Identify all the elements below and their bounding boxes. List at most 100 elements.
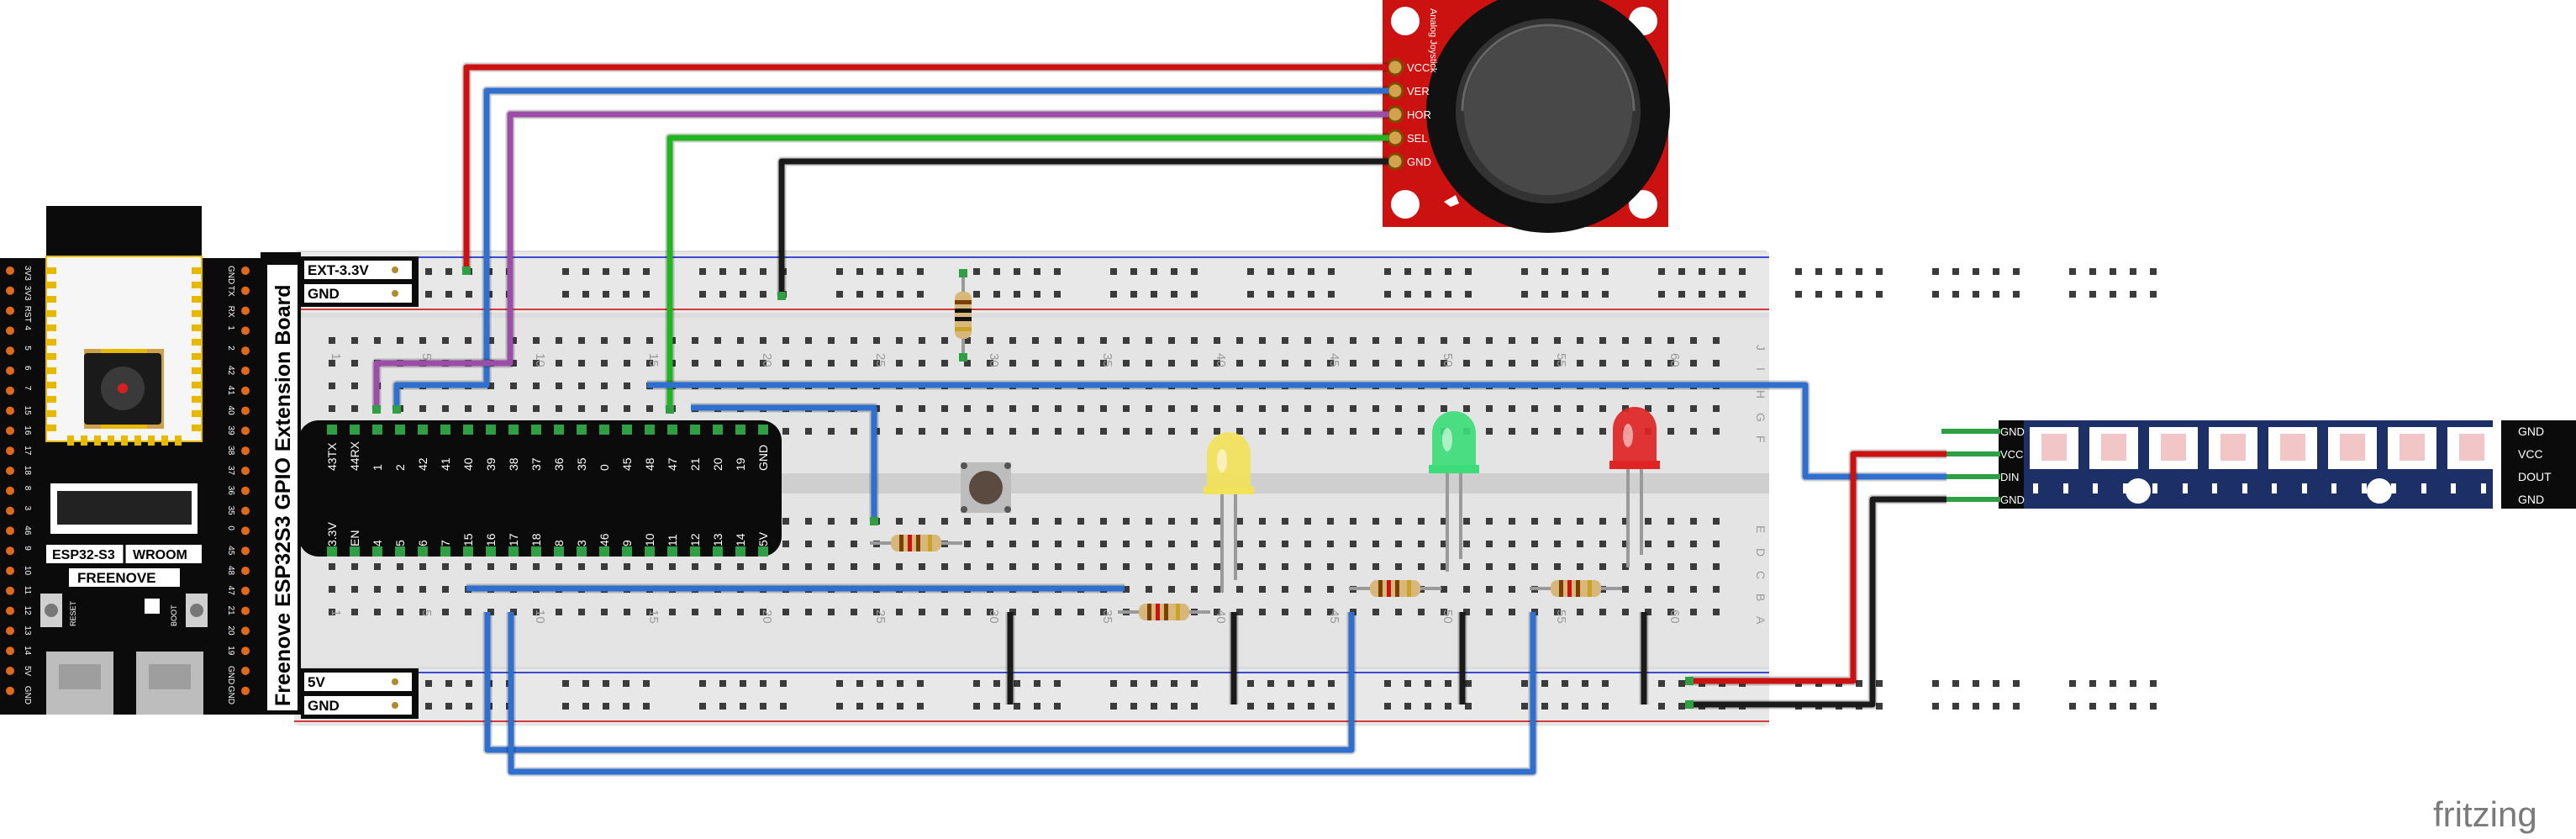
breadboard-hole bbox=[1350, 563, 1356, 570]
rail-hole bbox=[2150, 268, 2157, 275]
breadboard-hole bbox=[1531, 541, 1538, 547]
module-pad bbox=[46, 339, 56, 346]
rail-hole bbox=[973, 268, 980, 275]
column-number: 35 bbox=[1100, 609, 1114, 624]
breadboard-hole bbox=[1282, 541, 1288, 547]
rail-hole bbox=[466, 680, 472, 687]
breadboard-hole bbox=[760, 563, 766, 570]
rail-hole bbox=[1973, 291, 1979, 298]
breadboard-hole bbox=[556, 337, 562, 344]
breadboard-hole bbox=[533, 609, 540, 615]
breadboard-hole bbox=[578, 337, 585, 344]
breadboard-hole bbox=[1191, 563, 1198, 570]
rail-hole bbox=[643, 268, 650, 275]
pixel-die bbox=[2400, 434, 2425, 461]
module-pad bbox=[192, 310, 202, 317]
push-button bbox=[961, 462, 1011, 513]
pixel-die bbox=[2459, 434, 2484, 461]
rail-hole bbox=[582, 291, 589, 298]
rail-hole bbox=[2013, 680, 2020, 687]
breadboard-hole bbox=[1259, 518, 1266, 525]
header-pin bbox=[327, 425, 337, 435]
header-pin-label: 8 bbox=[552, 540, 566, 546]
joystick-pin bbox=[1386, 105, 1404, 124]
breadboard-hole bbox=[1486, 541, 1493, 547]
rail-hole bbox=[1247, 291, 1254, 298]
module-pad bbox=[46, 296, 56, 303]
esp-pin-label: 46 bbox=[23, 525, 32, 536]
rail-hole bbox=[1308, 291, 1314, 298]
breadboard-hole bbox=[1282, 360, 1288, 367]
vcc-wire bbox=[463, 64, 1388, 271]
breadboard-hole bbox=[964, 428, 971, 435]
ext-3v3-label: EXT-3.3V bbox=[308, 262, 369, 278]
breadboard-hole bbox=[1713, 360, 1720, 367]
breadboard-hole bbox=[1146, 541, 1152, 547]
esp-pin-label: 48 bbox=[226, 566, 235, 576]
breadboard-hole bbox=[1622, 337, 1629, 344]
breadboard-hole bbox=[1282, 563, 1288, 570]
breadboard-hole bbox=[851, 541, 857, 547]
module-pad bbox=[46, 382, 56, 388]
breadboard-hole bbox=[1690, 337, 1697, 344]
header-pin-label: 5V bbox=[756, 531, 770, 546]
breadboard-hole bbox=[919, 337, 925, 344]
header-pin-label: 39 bbox=[484, 457, 498, 471]
breadboard-hole bbox=[578, 405, 585, 412]
joystick-pin bbox=[1386, 129, 1404, 147]
breadboard-hole bbox=[1214, 360, 1220, 367]
breadboard-hole bbox=[1667, 609, 1674, 615]
rail-hole bbox=[1034, 703, 1040, 710]
header-pin bbox=[463, 546, 473, 557]
breadboard-hole bbox=[1395, 405, 1402, 412]
rail-hole bbox=[1932, 680, 1939, 687]
breadboard-hole bbox=[442, 563, 449, 570]
breadboard-hole bbox=[1622, 405, 1629, 412]
rail-hole bbox=[1267, 703, 1274, 710]
rail-hole bbox=[1130, 703, 1137, 710]
esp-pin-label: 42 bbox=[226, 366, 235, 376]
breadboard-hole bbox=[1077, 563, 1084, 570]
header-pin bbox=[395, 425, 405, 435]
rail-hole bbox=[1014, 703, 1020, 710]
breadboard-hole bbox=[1599, 563, 1606, 570]
sel-wire bbox=[666, 135, 1388, 409]
breadboard-hole bbox=[1441, 609, 1447, 615]
breadboard-hole bbox=[646, 609, 653, 615]
esp-pin-label: 35 bbox=[226, 506, 235, 516]
esp-pin-label: 10 bbox=[23, 566, 32, 576]
breadboard-hole bbox=[578, 563, 585, 570]
wires bbox=[371, 62, 1946, 777]
rail-hole bbox=[740, 291, 746, 298]
rail-hole bbox=[1425, 703, 1431, 710]
breadboard-hole bbox=[1327, 428, 1334, 435]
esp-pin-label: 39 bbox=[226, 425, 235, 435]
esp-pin bbox=[6, 346, 14, 356]
header-pin bbox=[622, 546, 632, 557]
breadboard-hole bbox=[805, 563, 812, 570]
breadboard-hole bbox=[1304, 337, 1311, 344]
esp-pin-label: GND bbox=[226, 666, 235, 684]
breadboard-hole bbox=[351, 586, 358, 593]
module-pad bbox=[192, 339, 202, 346]
breadboard-hole bbox=[1304, 518, 1311, 525]
red-led-wire bbox=[508, 612, 1536, 775]
breadboard-hole bbox=[1690, 563, 1697, 570]
rail-hole bbox=[2069, 680, 2076, 687]
header-pin bbox=[418, 546, 428, 557]
breadboard-hole bbox=[510, 405, 517, 412]
breadboard-hole bbox=[1009, 405, 1016, 412]
rail-hole bbox=[1267, 268, 1274, 275]
rail-hole bbox=[562, 291, 569, 298]
strip-pin-label: GND bbox=[2000, 493, 2025, 506]
header-pin-label: 16 bbox=[484, 533, 498, 546]
rail-hole bbox=[2150, 703, 2157, 710]
breadboard-hole bbox=[1009, 518, 1016, 525]
breadboard-hole bbox=[760, 609, 766, 615]
rail-hole bbox=[760, 291, 766, 298]
breadboard-hole bbox=[442, 337, 449, 344]
rail-hole bbox=[1678, 268, 1685, 275]
header-pin-label: 21 bbox=[688, 457, 702, 471]
esp-pin bbox=[241, 567, 250, 575]
